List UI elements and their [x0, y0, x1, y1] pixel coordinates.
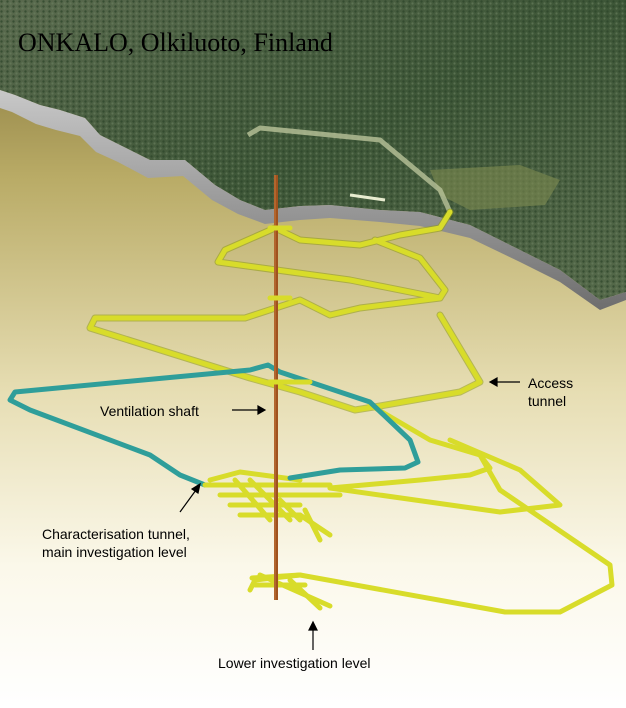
label-characterisation-line2: main investigation level [42, 543, 190, 561]
label-access-tunnel-line1: Access [528, 374, 573, 392]
label-access-tunnel-line2: tunnel [528, 392, 573, 410]
label-ventilation-shaft: Ventilation shaft [100, 402, 199, 420]
label-characterisation-line1: Characterisation tunnel, [42, 525, 190, 543]
label-access-tunnel: Access tunnel [528, 374, 573, 410]
label-characterisation-tunnel: Characterisation tunnel, main investigat… [42, 525, 190, 561]
label-lower-investigation-level: Lower investigation level [218, 654, 371, 672]
diagram-title: ONKALO, Olkiluoto, Finland [18, 28, 333, 58]
